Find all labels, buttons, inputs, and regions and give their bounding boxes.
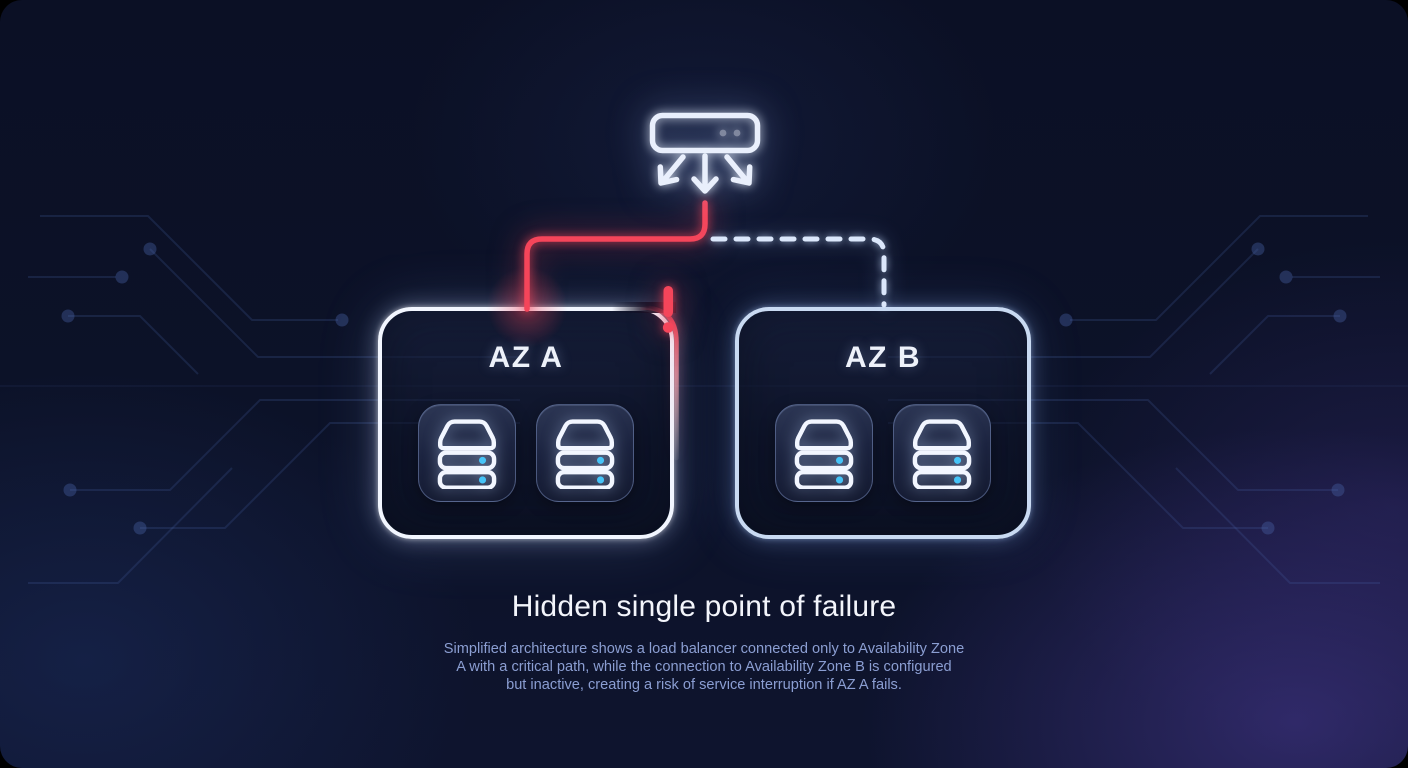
zone-box-az-a: AZ A bbox=[378, 307, 674, 539]
zone-b-label: AZ B bbox=[845, 341, 921, 374]
critical-entry-glow bbox=[485, 265, 569, 349]
subtitle-line: A with a critical path, while the connec… bbox=[456, 659, 952, 676]
server-stack-icon bbox=[912, 418, 972, 489]
page-title: Hidden single point of failure bbox=[511, 590, 897, 623]
server-stack-icon bbox=[794, 418, 854, 489]
zone-b-servers bbox=[739, 404, 1027, 502]
zone-a-label: AZ A bbox=[488, 341, 564, 374]
server-stack-icon bbox=[555, 418, 615, 489]
subtitle-line: Simplified architecture shows a load bal… bbox=[443, 641, 965, 657]
load-balancer-icon bbox=[649, 112, 761, 194]
page-subtitle: Simplified architecture shows a load bal… bbox=[0, 640, 1408, 695]
border-fade-gap bbox=[612, 302, 676, 313]
caption-block: Hidden single point of failure Simplifie… bbox=[0, 590, 1408, 695]
zone-a-servers bbox=[382, 404, 670, 502]
subtitle-line: but inactive, creating a risk of service… bbox=[506, 677, 902, 694]
standby-connection-line bbox=[710, 236, 887, 308]
server-tile bbox=[893, 404, 991, 502]
server-tile bbox=[775, 404, 873, 502]
zone-box-az-b: AZ B bbox=[735, 307, 1031, 539]
server-stack-icon bbox=[437, 418, 497, 489]
server-tile bbox=[418, 404, 516, 502]
server-tile bbox=[536, 404, 634, 502]
